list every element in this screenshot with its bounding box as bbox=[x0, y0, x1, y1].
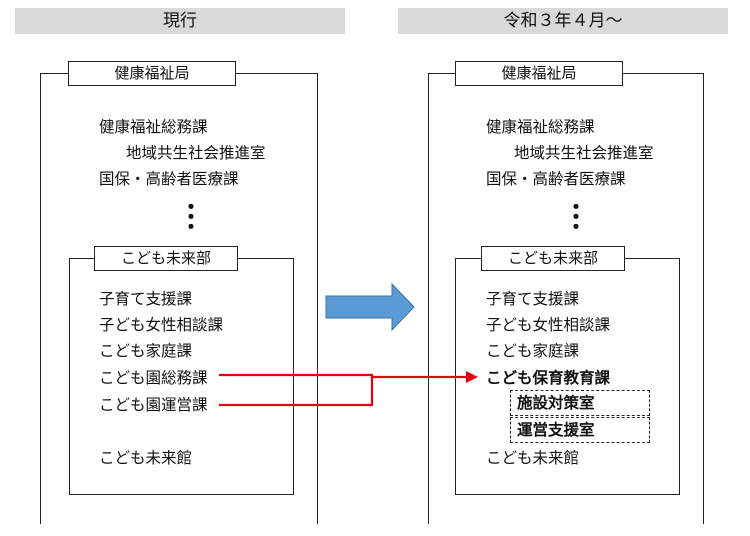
current-dept-item-kindergarten-general: こども園総務課 bbox=[99, 369, 208, 387]
new-dept-frame bbox=[455, 258, 680, 495]
current-dept-item-kindergarten-operation: こども園運営課 bbox=[99, 396, 208, 414]
new-dept-item-future-hall: こども未来館 bbox=[486, 449, 580, 467]
new-dept-item-childcare-support: 子育て支援課 bbox=[486, 290, 580, 308]
transition-arrow-icon bbox=[325, 282, 415, 332]
new-dept-item-women-consult: 子ども女性相談課 bbox=[486, 316, 611, 334]
current-dept-item-women-consult: 子ども女性相談課 bbox=[99, 316, 224, 334]
merge-arrowhead-icon bbox=[466, 371, 478, 383]
current-bureau-item-insurance: 国保・高齢者医療課 bbox=[99, 170, 239, 188]
current-dept-label: こども未来部 bbox=[94, 246, 238, 271]
current-bureau-label: 健康福祉局 bbox=[68, 61, 236, 86]
current-dept-item-childcare-support: 子育て支援課 bbox=[99, 290, 193, 308]
new-bureau-item-general-affairs: 健康福祉総務課 bbox=[486, 118, 595, 136]
current-bureau-item-community: 地域共生社会推進室 bbox=[126, 144, 266, 162]
new-sub-office-facility: 施設対策室 bbox=[510, 390, 650, 416]
current-dept-frame bbox=[69, 258, 294, 495]
new-header: 令和３年４月～ bbox=[398, 8, 728, 34]
current-bureau-item-general-affairs: 健康福祉総務課 bbox=[99, 118, 208, 136]
current-header: 現行 bbox=[15, 8, 345, 34]
new-dept-item-childcare-education: こども保育教育課 bbox=[486, 369, 611, 387]
new-dept-item-family: こども家庭課 bbox=[486, 342, 580, 360]
new-dept-label: こども未来部 bbox=[481, 246, 625, 271]
merge-connector-general bbox=[219, 373, 468, 379]
new-bureau-item-community: 地域共生社会推進室 bbox=[514, 144, 654, 162]
current-dept-item-future-hall: こども未来館 bbox=[99, 449, 193, 467]
new-bureau-label: 健康福祉局 bbox=[455, 61, 623, 86]
current-dept-item-family: こども家庭課 bbox=[99, 342, 193, 360]
new-bureau-item-insurance: 国保・高齢者医療課 bbox=[486, 170, 626, 188]
new-sub-office-operation: 運営支援室 bbox=[510, 417, 650, 443]
merge-connector-operation bbox=[219, 377, 374, 407]
